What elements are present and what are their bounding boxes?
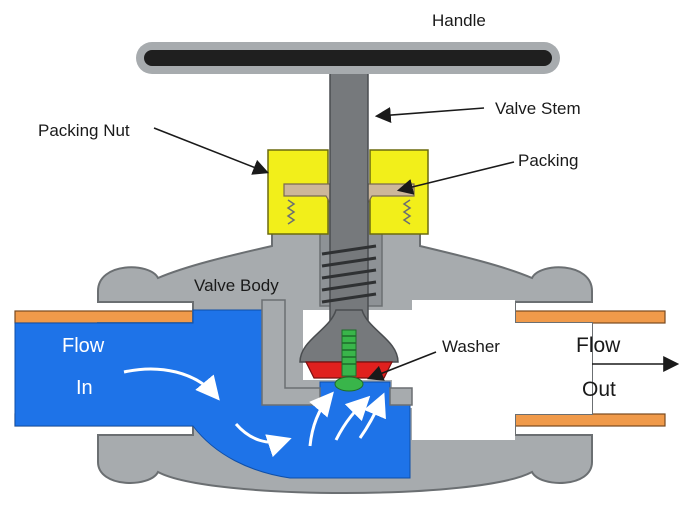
stem-threads [321, 244, 377, 304]
valve-stem [329, 69, 369, 333]
packing-nut-label: Packing Nut [38, 121, 130, 140]
flow-arrows [123, 367, 386, 458]
leader-lines [153, 107, 680, 381]
handle [136, 42, 560, 74]
valve-seat-right [389, 387, 413, 406]
outlet-pipe [514, 310, 666, 427]
flow-out-label-line2: Out [582, 378, 616, 401]
valve-body-label: Valve Body [194, 276, 279, 295]
washer-screw [334, 329, 364, 392]
nut-threads [286, 199, 412, 225]
washer-label: Washer [442, 337, 500, 356]
handle-label: Handle [432, 11, 486, 30]
valve-seat [261, 299, 321, 406]
valve-stem-label: Valve Stem [495, 99, 581, 118]
flow-out-label-line1: Flow [576, 334, 621, 357]
flow-in-label-line2: In [76, 377, 93, 399]
flow-in-label-line1: Flow [62, 335, 105, 357]
packing-label: Packing [518, 151, 578, 170]
